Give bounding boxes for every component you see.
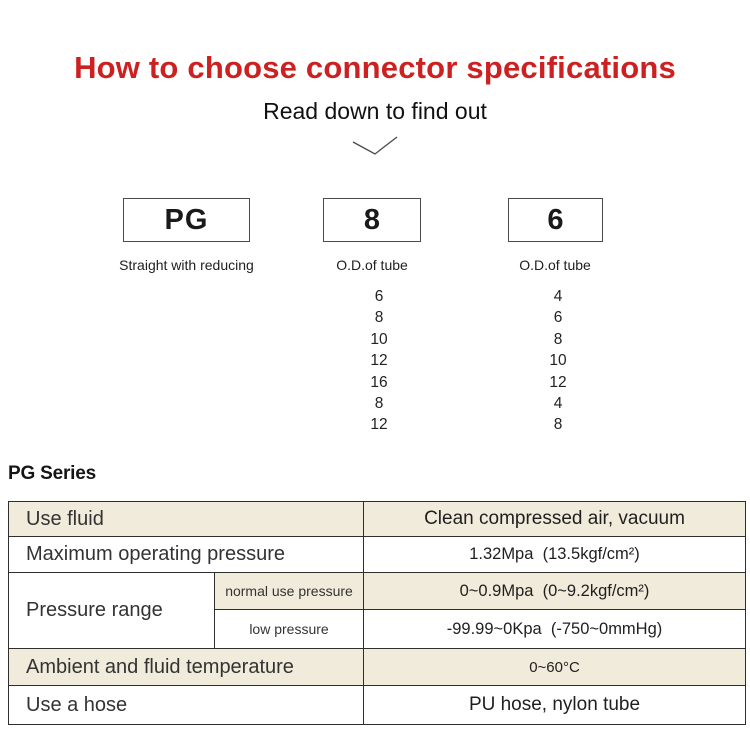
spec-label-max-pressure: Maximum operating pressure bbox=[8, 536, 364, 573]
spec-sublabel-low-pressure: low pressure bbox=[214, 609, 364, 649]
tube-size-option: 4 bbox=[553, 395, 563, 413]
series-heading: PG Series bbox=[8, 463, 96, 484]
chevron-down-icon bbox=[352, 136, 398, 155]
spec-table: Use fluid Clean compressed air, vacuum M… bbox=[8, 501, 746, 725]
tube-size-option: 12 bbox=[370, 416, 388, 434]
spec-value-hose: PU hose, nylon tube bbox=[363, 685, 746, 725]
part-code-box-size1: 8 bbox=[323, 198, 421, 242]
tube-size-options-column-2: 4 6 8 10 12 4 8 bbox=[528, 286, 588, 436]
tube-size-options-column-1: 6 8 10 12 16 8 12 bbox=[349, 286, 409, 436]
part-code-caption-size2: O.D.of tube bbox=[519, 257, 591, 273]
spec-sublabel-normal-pressure: normal use pressure bbox=[214, 572, 364, 610]
part-code-box-body: PG bbox=[123, 198, 250, 242]
tube-size-option: 6 bbox=[553, 309, 563, 327]
tube-size-option: 12 bbox=[370, 352, 388, 370]
page-subtitle: Read down to find out bbox=[263, 98, 487, 124]
tube-size-option: 12 bbox=[549, 373, 567, 391]
tube-size-option: 10 bbox=[549, 352, 567, 370]
spec-label-hose: Use a hose bbox=[8, 685, 364, 725]
part-code-caption-size1: O.D.of tube bbox=[336, 257, 408, 273]
tube-size-option: 16 bbox=[370, 373, 388, 391]
spec-value-low-pressure: -99.99~0Kpa (-750~0mmHg) bbox=[363, 609, 746, 649]
page-title: How to choose connector specifications bbox=[74, 50, 676, 85]
table-row: Pressure range normal use pressure 0~0.9… bbox=[8, 572, 746, 649]
part-code-box-size2: 6 bbox=[508, 198, 603, 242]
tube-size-option: 8 bbox=[374, 309, 384, 327]
tube-size-option: 8 bbox=[553, 416, 563, 434]
tube-size-option: 4 bbox=[553, 288, 563, 305]
part-code-body: PG bbox=[164, 203, 209, 236]
part-code-size2: 6 bbox=[547, 203, 564, 236]
spec-label-use-fluid: Use fluid bbox=[8, 501, 364, 537]
spec-value-max-pressure: 1.32Mpa (13.5kgf/cm²) bbox=[363, 536, 746, 573]
spec-value-normal-pressure: 0~0.9Mpa (0~9.2kgf/cm²) bbox=[363, 572, 746, 610]
tube-size-option: 10 bbox=[370, 330, 388, 348]
part-code-caption-body: Straight with reducing bbox=[119, 257, 254, 273]
spec-label-pressure-range: Pressure range bbox=[8, 572, 215, 649]
tube-size-option: 6 bbox=[374, 288, 384, 305]
spec-value-use-fluid: Clean compressed air, vacuum bbox=[363, 501, 746, 537]
tube-size-option: 8 bbox=[553, 330, 563, 348]
table-row: low pressure -99.99~0Kpa (-750~0mmHg) bbox=[9, 609, 746, 649]
part-code-size1: 8 bbox=[363, 203, 381, 236]
spec-label-temperature: Ambient and fluid temperature bbox=[8, 648, 364, 686]
table-row: Maximum operating pressure 1.32Mpa (13.5… bbox=[8, 536, 746, 573]
spec-value-temperature: 0~60°C bbox=[363, 648, 746, 686]
table-row: Use fluid Clean compressed air, vacuum bbox=[8, 501, 746, 537]
tube-size-option: 8 bbox=[374, 395, 384, 413]
table-row: Ambient and fluid temperature 0~60°C bbox=[8, 648, 746, 686]
table-row: Use a hose PU hose, nylon tube bbox=[8, 685, 746, 725]
